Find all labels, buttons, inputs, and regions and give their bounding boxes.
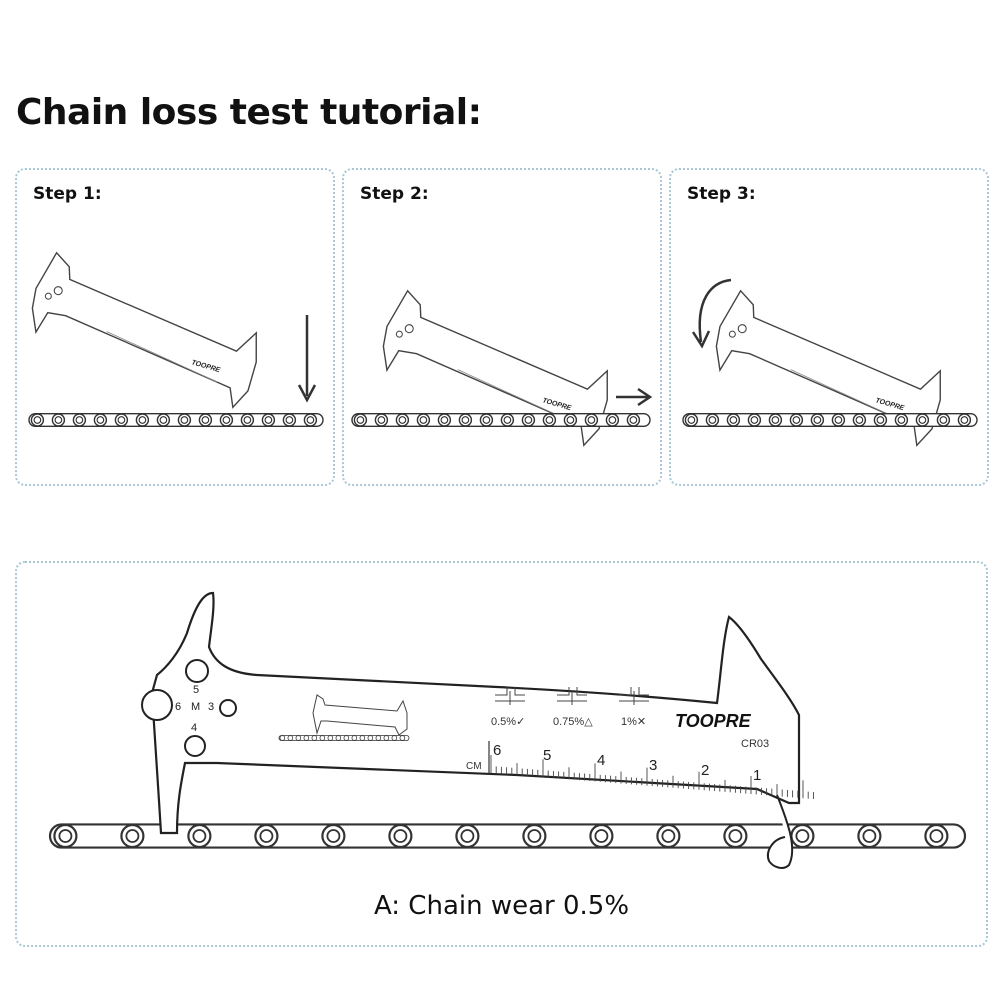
curved-arrow-icon	[691, 278, 732, 349]
tool-brand: TOOPRE	[675, 711, 752, 731]
step-2-panel: Step 2: TOOPRE	[342, 168, 662, 486]
hole-label-6: 6	[175, 701, 181, 713]
chain-tool-small: TOOPRE	[31, 251, 257, 409]
tool-model: CR03	[741, 738, 769, 750]
bike-chain	[28, 412, 324, 427]
hole-label-5: 5	[193, 684, 199, 696]
wear-mark-0-5: 0.5%✓	[491, 716, 525, 728]
chain-tool-small: TOOPRE	[715, 289, 941, 447]
step-1-label: Step 1:	[33, 184, 102, 204]
ruler-label-1: 1	[753, 767, 761, 784]
detail-panel: 5 6 M 3 4 0.5%✓ 0.75%△ 1%✕ TOOPRE CR03	[15, 561, 988, 947]
engraved-tool-graphic	[278, 694, 410, 741]
cm-ruler: CM 6 5 4 3 2 1	[466, 741, 814, 800]
detail-caption: A: Chain wear 0.5%	[373, 891, 630, 921]
chain-tool-small: TOOPRE	[382, 289, 608, 447]
hole-5	[185, 659, 209, 683]
step-3-illustration: TOOPRE	[682, 278, 978, 447]
step-2-label: Step 2:	[360, 184, 429, 204]
arrow-down-icon	[297, 315, 317, 403]
ruler-label-4: 4	[597, 752, 605, 769]
ruler-unit: CM	[466, 761, 482, 772]
hole-3	[219, 699, 237, 717]
hole-label-3: 3	[208, 701, 214, 713]
step-1-illustration: TOOPRE	[28, 251, 324, 427]
ruler-label-5: 5	[543, 747, 551, 764]
step-2-illustration: TOOPRE	[351, 289, 653, 447]
hole-label-m: M	[191, 701, 200, 713]
ruler-label-2: 2	[701, 762, 709, 779]
hole-label-4: 4	[191, 722, 197, 734]
chain-checker-tool: 5 6 M 3 4 0.5%✓ 0.75%△ 1%✕ TOOPRE CR03	[141, 591, 814, 869]
wear-mark-0-75: 0.75%△	[553, 716, 593, 728]
arrow-right-icon	[616, 387, 653, 407]
detail-illustration: 5 6 M 3 4 0.5%✓ 0.75%△ 1%✕ TOOPRE CR03	[48, 591, 967, 869]
hole-6	[141, 689, 173, 721]
wear-indicator-icons	[495, 687, 649, 705]
bike-chain	[351, 412, 651, 427]
step-3-label: Step 3:	[687, 184, 756, 204]
step-1-panel: Step 1: TOOPRE	[15, 168, 335, 486]
ruler-label-3: 3	[649, 757, 657, 774]
hole-4	[184, 735, 206, 757]
ruler-label-6: 6	[493, 742, 501, 759]
step-3-panel: Step 3: TOOPRE	[669, 168, 989, 486]
bike-chain	[682, 412, 978, 427]
page-title: Chain loss test tutorial:	[16, 92, 482, 133]
bike-chain-large	[48, 823, 967, 849]
wear-mark-1: 1%✕	[621, 716, 646, 728]
